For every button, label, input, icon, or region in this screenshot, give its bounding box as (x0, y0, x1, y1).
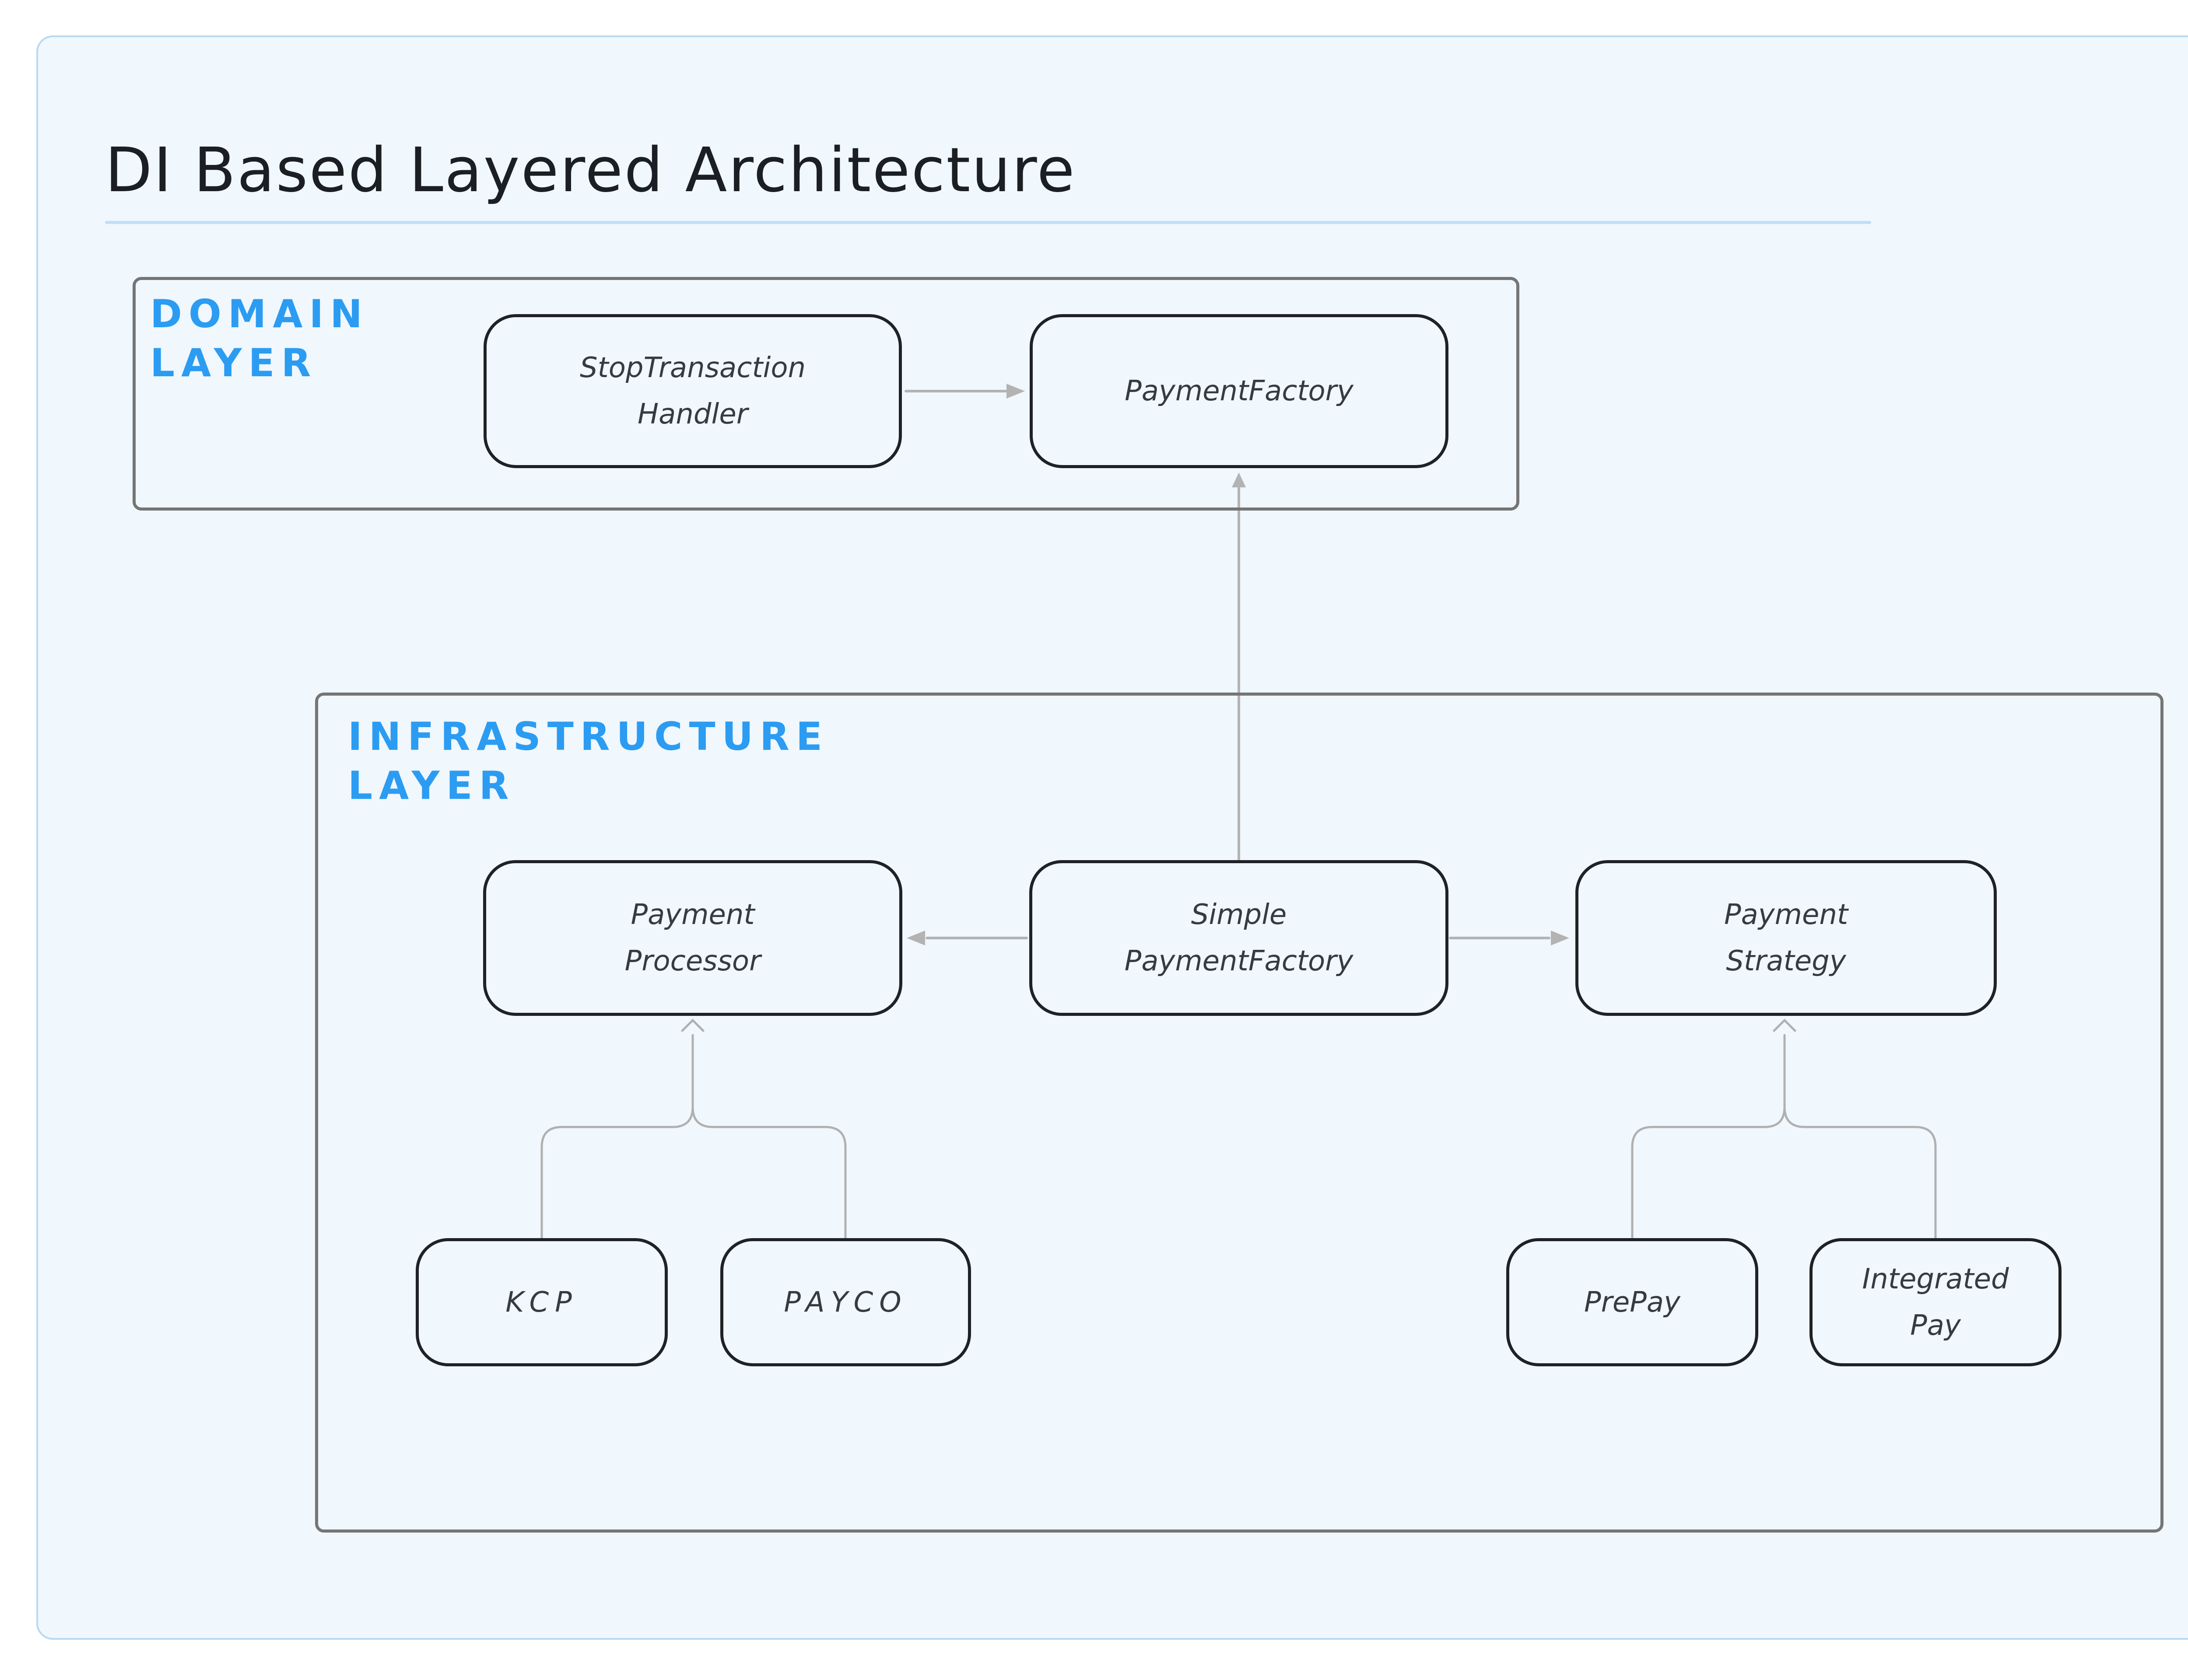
edge-simplepaymentfactory-to-paymentstrategy (1449, 931, 1569, 945)
node-label: Payment Strategy (1724, 899, 1848, 977)
edge-simplepaymentfactory-to-paymentprocessor (907, 931, 1028, 945)
node-label: PaymentFactory (1125, 375, 1353, 407)
infrastructure-layer-box (315, 693, 2163, 1533)
domain-layer-box (133, 277, 1519, 511)
node-kcp: KCP (416, 1238, 668, 1366)
node-payment-processor: Payment Processor (483, 860, 902, 1016)
node-label: PrePay (1584, 1286, 1680, 1319)
node-label: PAYCO (784, 1286, 908, 1319)
node-stop-transaction-handler: StopTransaction Handler (484, 314, 902, 468)
page-title: DI Based Layered Architecture (105, 135, 1076, 206)
domain-layer-label: DOMAIN LAYER (150, 291, 369, 385)
edge-stoptransactionhandler-to-paymentfactory (905, 384, 1025, 399)
node-payment-strategy: Payment Strategy (1575, 860, 1997, 1016)
edge-simplepaymentfactory-to-paymentfactory (1232, 472, 1246, 861)
node-payco: PAYCO (720, 1238, 971, 1366)
node-label: KCP (505, 1286, 578, 1319)
title-underline (105, 221, 1871, 224)
node-prepay: PrePay (1506, 1238, 1758, 1366)
node-integrated-pay: Integrated Pay (1809, 1238, 2062, 1366)
node-simple-payment-factory: Simple PaymentFactory (1029, 860, 1448, 1016)
diagram-card (36, 35, 2188, 1640)
node-label: StopTransaction Handler (579, 352, 806, 430)
node-label: Integrated Pay (1862, 1263, 2009, 1342)
node-label: Simple PaymentFactory (1124, 899, 1353, 977)
edge-tree-prepay-integratedpay-to-paymentstrategy (1631, 1018, 1937, 1239)
node-payment-factory: PaymentFactory (1030, 314, 1448, 468)
node-label: Payment Processor (624, 899, 761, 977)
infrastructure-layer-label: INFRASTRUCTURE LAYER (348, 714, 829, 808)
edge-tree-kcp-payco-to-paymentprocessor (540, 1018, 847, 1239)
